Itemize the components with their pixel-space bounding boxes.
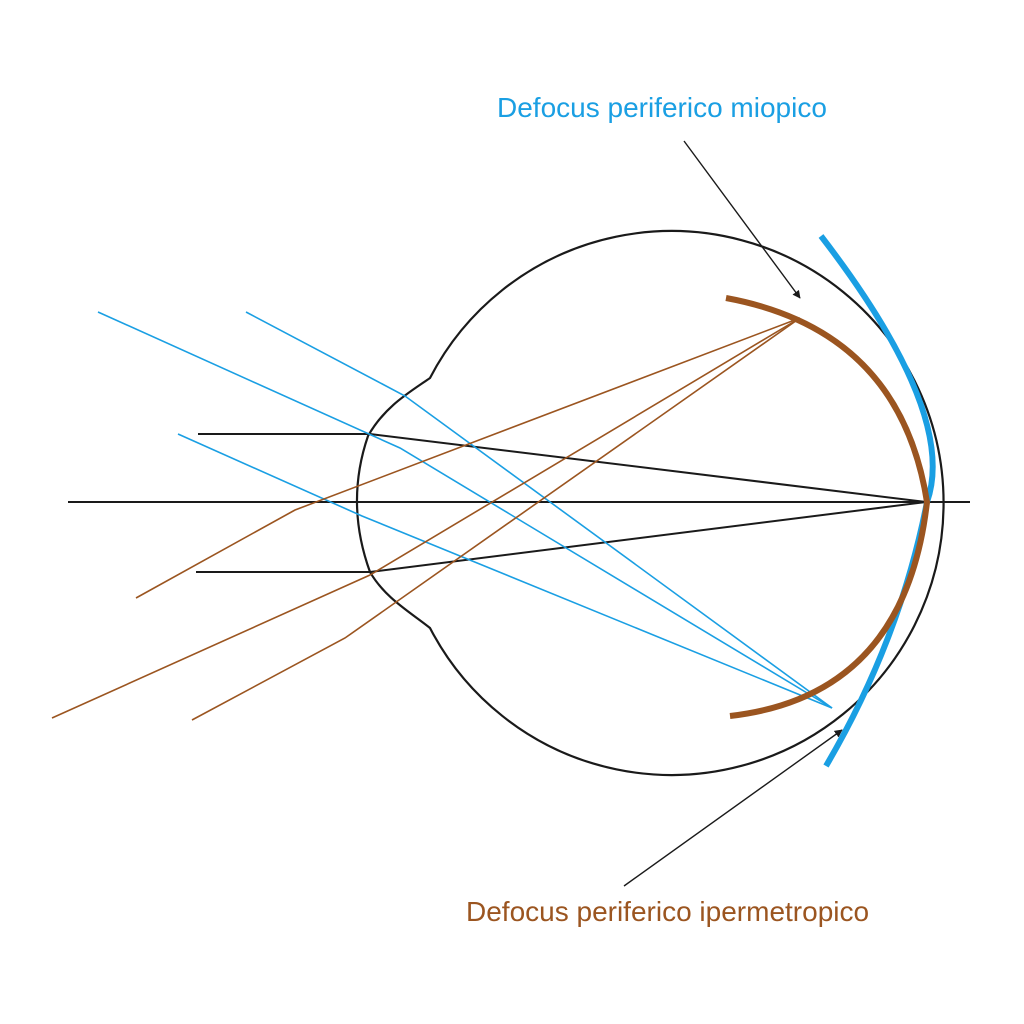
myopic-ray-1 [97,311,833,709]
hyperopic-defocus-label: Defocus periferico ipermetropico [466,896,869,927]
myopic-pointer-arrow [683,140,801,299]
hyperopic-ray-2 [51,317,801,719]
hyperopic-pointer-arrow [623,729,843,887]
myopic-ray-2 [245,311,833,709]
hyperopic-image-shell [725,295,931,719]
hyperopic-ray-1 [135,317,801,599]
myopic-ray-3 [177,433,833,709]
central-ray-lower [196,501,927,573]
myopic-defocus-label: Defocus periferico miopico [497,92,827,123]
eye-outline [355,229,945,777]
hyperopic-ray-3 [191,317,801,721]
